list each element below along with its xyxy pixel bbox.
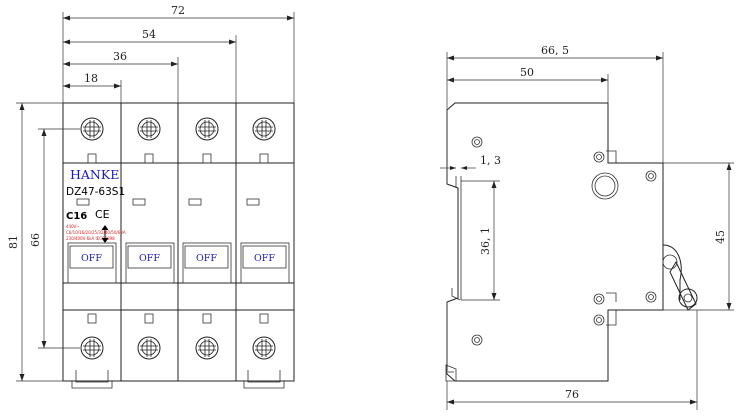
svg-text:OFF: OFF	[254, 253, 275, 264]
front-view: HANKE DZ47-63S1 C16 CE 440V~ C6/10/16/20…	[7, 4, 295, 389]
bottom-terminal-screw	[252, 336, 276, 360]
top-terminal-screw	[195, 117, 219, 141]
spec-line: 230/400V 6kA IEC60898	[66, 236, 115, 241]
spec-line: C6/10/16/20/25/32/40/50/63A	[66, 230, 126, 235]
top-terminal-screw	[80, 117, 104, 141]
ce-mark: CE	[95, 208, 110, 221]
model-label: DZ47-63S1	[66, 186, 125, 198]
side-view: 66, 5 50 1, 3 76	[440, 44, 734, 410]
side-body-outline	[446, 102, 664, 382]
bottom-terminal-screw	[137, 336, 161, 360]
bottom-terminal-screw	[80, 336, 104, 360]
dim-total-height: 81	[7, 235, 20, 249]
pole-dividers	[120, 103, 237, 381]
front-vertical-dimensions: 81 66	[7, 102, 80, 382]
front-horizontal-dimensions: 72 54 36 18	[62, 4, 295, 103]
bottom-terminal-screw	[195, 336, 219, 360]
dim-depth-to-shoulder: 50	[520, 66, 534, 79]
toggle-handle[interactable]: OFF	[69, 245, 114, 269]
svg-text:OFF: OFF	[139, 253, 160, 264]
dim-overall-depth: 76	[565, 388, 579, 401]
side-horizontal-dimensions: 66, 5 50 1, 3 76	[440, 44, 698, 410]
svg-text:OFF: OFF	[196, 253, 217, 264]
top-terminal-screw	[252, 117, 276, 141]
toggle-handle[interactable]: OFF	[242, 245, 287, 269]
dim-rail-clip-height: 36, 1	[479, 227, 492, 255]
spec-line: 440V~	[66, 224, 80, 229]
top-terminal-screw	[137, 117, 161, 141]
dim-front-face-height: 45	[714, 230, 727, 244]
indicator-windows	[76, 198, 260, 206]
svg-text:OFF: OFF	[81, 253, 102, 264]
side-vertical-dimensions: 36, 1 45	[461, 162, 734, 311]
toggle-handle[interactable]: OFF	[184, 245, 229, 269]
brand-label: HANKE	[70, 167, 119, 182]
din-clips	[71, 370, 285, 389]
toggle-handle[interactable]: OFF	[127, 245, 172, 269]
dim-depth-to-front: 66, 5	[541, 44, 569, 57]
double-arrow-icon	[101, 225, 109, 243]
side-screw-icon	[471, 136, 657, 346]
rating-label: C16	[66, 211, 87, 222]
dim-single-pole-width: 18	[84, 72, 98, 85]
side-handle-icon	[662, 244, 698, 311]
dim-total-width: 72	[171, 4, 185, 17]
rivet-icon	[591, 172, 619, 200]
dim-two-pole-width: 36	[113, 50, 127, 63]
dim-rail-offset: 1, 3	[480, 154, 501, 167]
dim-three-pole-width: 54	[142, 28, 156, 41]
dim-terminal-pitch: 66	[29, 233, 42, 247]
handle-housing	[67, 242, 290, 284]
